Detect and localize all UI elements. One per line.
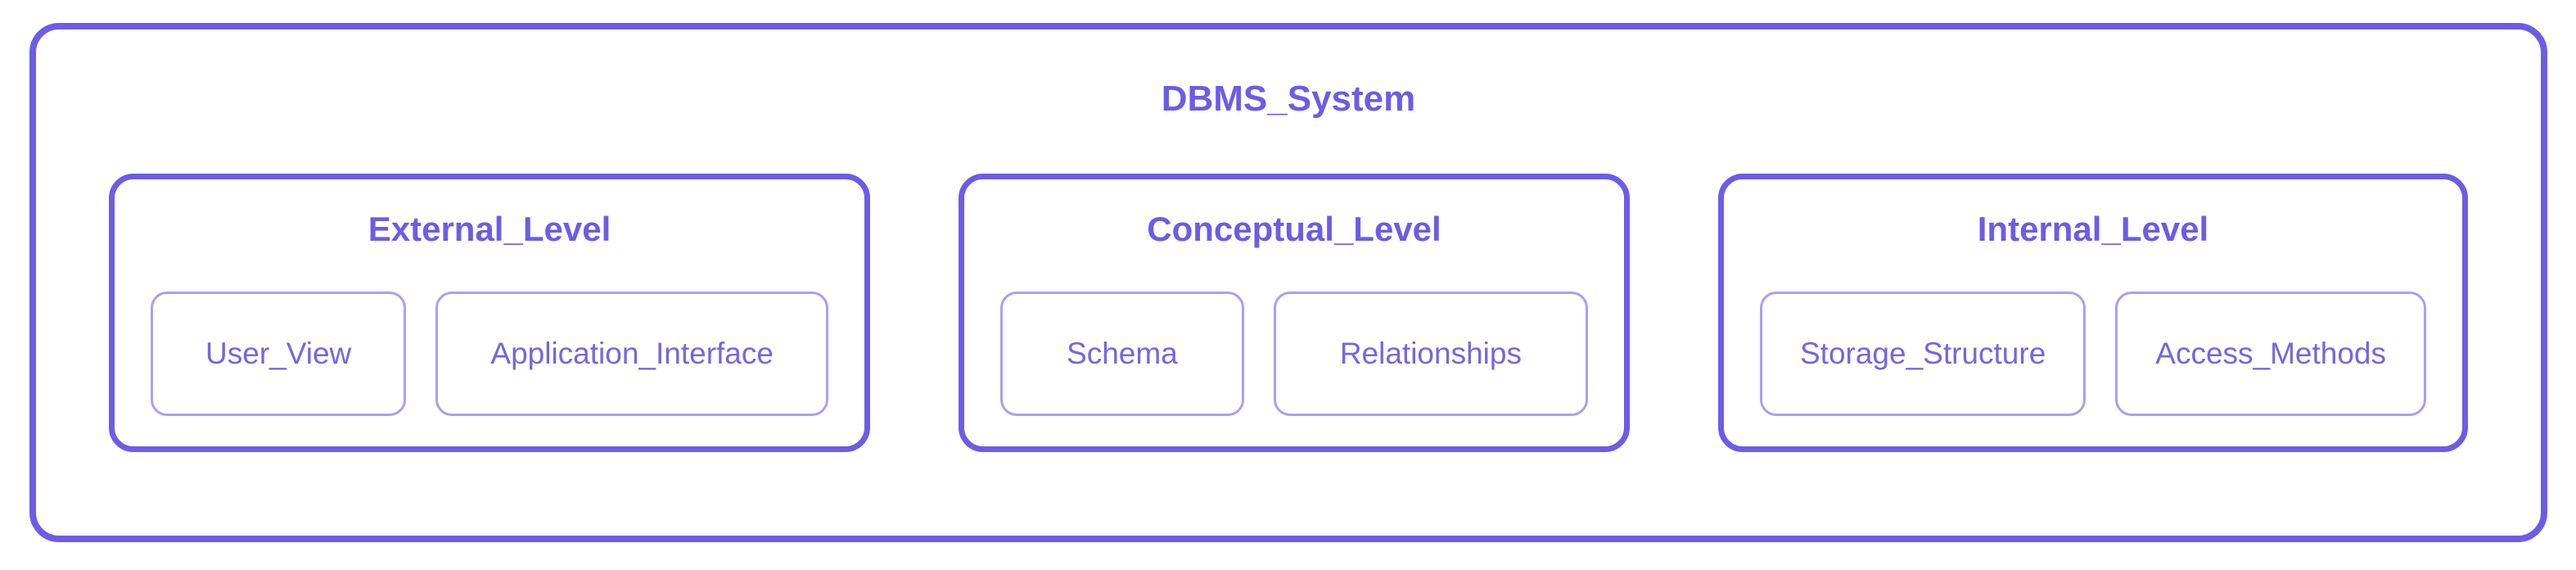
level-title-external: External_Level (368, 210, 611, 248)
level-box-internal: Internal_Level Storage_Structure Access_… (1718, 174, 2468, 452)
level-title-conceptual: Conceptual_Level (1147, 210, 1441, 248)
nodes-row-internal: Storage_Structure Access_Methods (1760, 292, 2427, 416)
node-access-methods: Access_Methods (2115, 292, 2427, 416)
nodes-row-conceptual: Schema Relationships (1000, 292, 1588, 416)
level-box-conceptual: Conceptual_Level Schema Relationships (959, 174, 1630, 452)
node-storage-structure: Storage_Structure (1760, 292, 2087, 416)
nodes-row-external: User_View Application_Interface (151, 292, 829, 416)
dbms-system-container: DBMS_System External_Level User_View App… (29, 23, 2547, 542)
level-box-external: External_Level User_View Application_Int… (109, 174, 870, 452)
levels-row: External_Level User_View Application_Int… (36, 174, 2541, 452)
level-title-internal: Internal_Level (1977, 210, 2209, 248)
node-application-interface: Application_Interface (435, 292, 829, 416)
node-schema: Schema (1000, 292, 1244, 416)
diagram-title: DBMS_System (1161, 79, 1416, 119)
node-relationships: Relationships (1273, 292, 1588, 416)
node-user-view: User_View (151, 292, 407, 416)
